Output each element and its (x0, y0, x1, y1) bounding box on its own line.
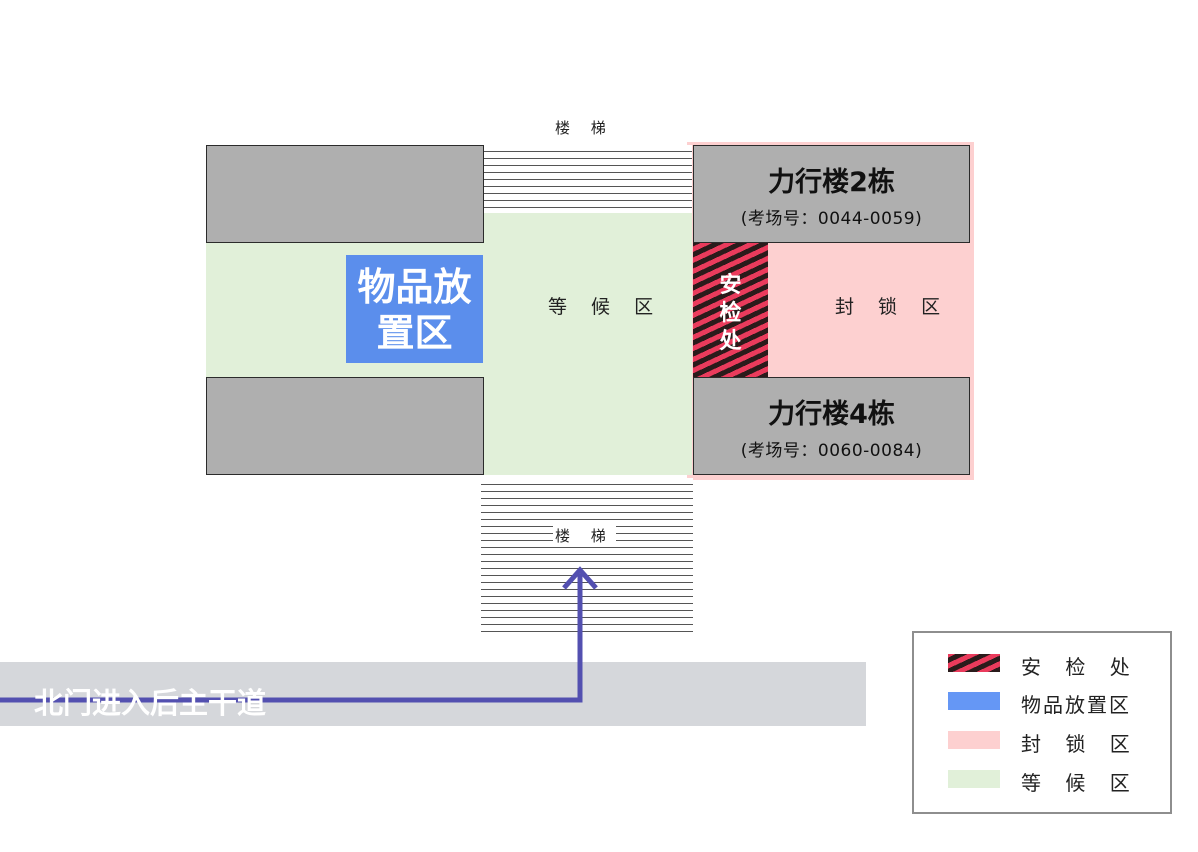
blocked-zone-label: 封 锁 区 (835, 296, 950, 318)
building-2-rooms: (考场号：0044-0059) (740, 209, 923, 229)
stairs-top-label: 楼 梯 (553, 117, 616, 138)
item-storage-label-line2: 置区 (376, 311, 453, 355)
legend-swatch-waiting (948, 770, 1000, 788)
stairs-bottom (481, 478, 693, 634)
legend-swatch-blocked (948, 731, 1000, 749)
building-4-name: 力行楼4栋 (768, 399, 895, 430)
building-block-top-left (206, 145, 484, 243)
stairs-top (483, 145, 692, 213)
legend-swatch-item-area (948, 692, 1000, 710)
security-char-2: 检 (719, 301, 742, 326)
building-4: 力行楼4栋 (考场号：0060-0084) (693, 377, 970, 475)
main-road-label: 北门进入后主干道 (34, 686, 267, 720)
legend-label-blocked: 封 锁 区 (1021, 732, 1139, 756)
waiting-area-center (483, 212, 692, 475)
waiting-area-label: 等 候 区 (548, 296, 663, 318)
security-checkpoint (693, 243, 768, 377)
main-road (0, 662, 866, 726)
stairs-bottom-label: 楼 梯 (553, 525, 616, 546)
building-2-name: 力行楼2栋 (768, 167, 895, 198)
security-char-3: 处 (719, 329, 742, 354)
item-storage-label-line1: 物品放 (357, 265, 472, 309)
building-block-bottom-left (206, 377, 484, 475)
legend-label-waiting: 等 候 区 (1021, 771, 1139, 795)
building-4-rooms: (考场号：0060-0084) (740, 441, 923, 461)
building-2: 力行楼2栋 (考场号：0044-0059) (693, 145, 970, 243)
security-char-1: 安 (719, 273, 742, 298)
legend-label-item-area: 物品放置区 (1021, 693, 1131, 717)
legend-label-security: 安 检 处 (1021, 655, 1139, 679)
legend-swatch-security (948, 654, 1000, 672)
security-checkpoint-label: 安 检 处 (693, 272, 768, 356)
legend: 安 检 处 物品放置区 封 锁 区 等 候 区 (912, 631, 1172, 814)
item-storage-area: 物品放 置区 (346, 255, 483, 363)
